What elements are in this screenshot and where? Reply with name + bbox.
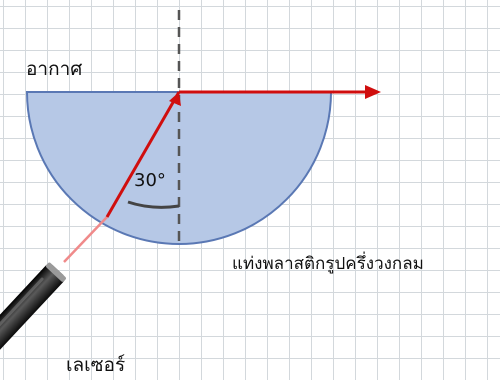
arrowhead-icon <box>365 85 381 99</box>
laser-label: เลเซอร์ <box>66 354 126 376</box>
laser-pointer-icon <box>0 262 66 357</box>
block-label: แท่งพลาสติกรูปครึ่งวงกลม <box>232 254 424 274</box>
incident-ray <box>105 91 181 218</box>
angle-label: 30° <box>134 170 166 191</box>
incident-arrowhead-icon <box>169 92 181 106</box>
laser-beam <box>63 216 108 263</box>
air-label: อากาศ <box>26 58 83 80</box>
angle-arc <box>127 200 180 209</box>
